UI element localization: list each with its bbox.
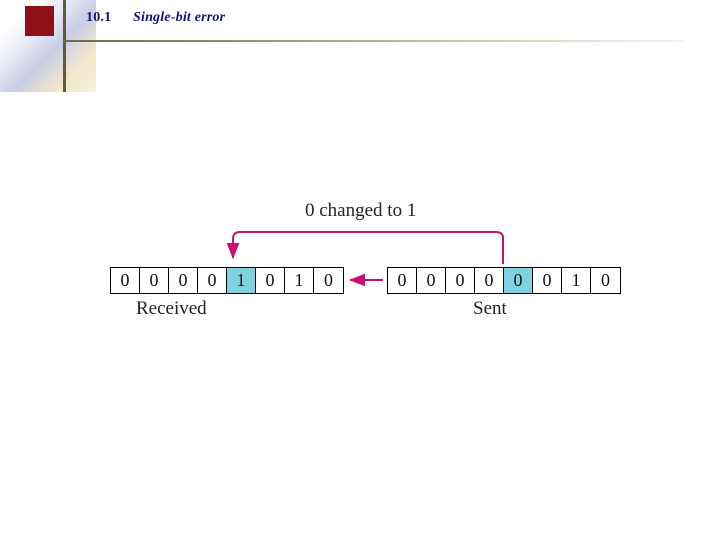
sent-byte: 0 0 0 0 0 0 1 0: [387, 267, 621, 294]
sent-bit: 0: [417, 268, 446, 293]
received-bit: 0: [140, 268, 169, 293]
received-byte: 0 0 0 0 1 0 1 0: [110, 267, 344, 294]
slide-number: 10.1: [86, 10, 112, 25]
received-bit: 0: [111, 268, 140, 293]
sent-bit: 1: [562, 268, 591, 293]
single-bit-error-figure: 0 changed to 1 0 0 0 0 1 0 1 0 0 0 0 0 0…: [100, 200, 630, 335]
bit-change-arrow: [226, 231, 504, 264]
horizontal-rule: [63, 40, 685, 42]
received-bit: 0: [324, 270, 333, 290]
received-bit: 1: [285, 268, 314, 293]
received-bit: 0: [256, 268, 285, 293]
received-bit: 0: [198, 268, 227, 293]
header-decoration: [0, 0, 120, 92]
page-title: Single-bit error: [133, 10, 226, 25]
sent-bit: 0: [475, 268, 504, 293]
annotation-label: 0 changed to 1: [305, 200, 417, 221]
sent-bit: 0: [446, 268, 475, 293]
received-bit-changed: 1: [227, 268, 256, 293]
sent-bit-changed: 0: [504, 268, 533, 293]
sent-bit: 0: [533, 268, 562, 293]
sent-bit: 0: [601, 270, 610, 290]
received-bit: 0: [169, 268, 198, 293]
vertical-rule: [63, 0, 66, 92]
received-label: Received: [136, 298, 207, 319]
sent-label: Sent: [473, 298, 507, 319]
sent-bit: 0: [388, 268, 417, 293]
red-square-accent: [25, 6, 54, 36]
